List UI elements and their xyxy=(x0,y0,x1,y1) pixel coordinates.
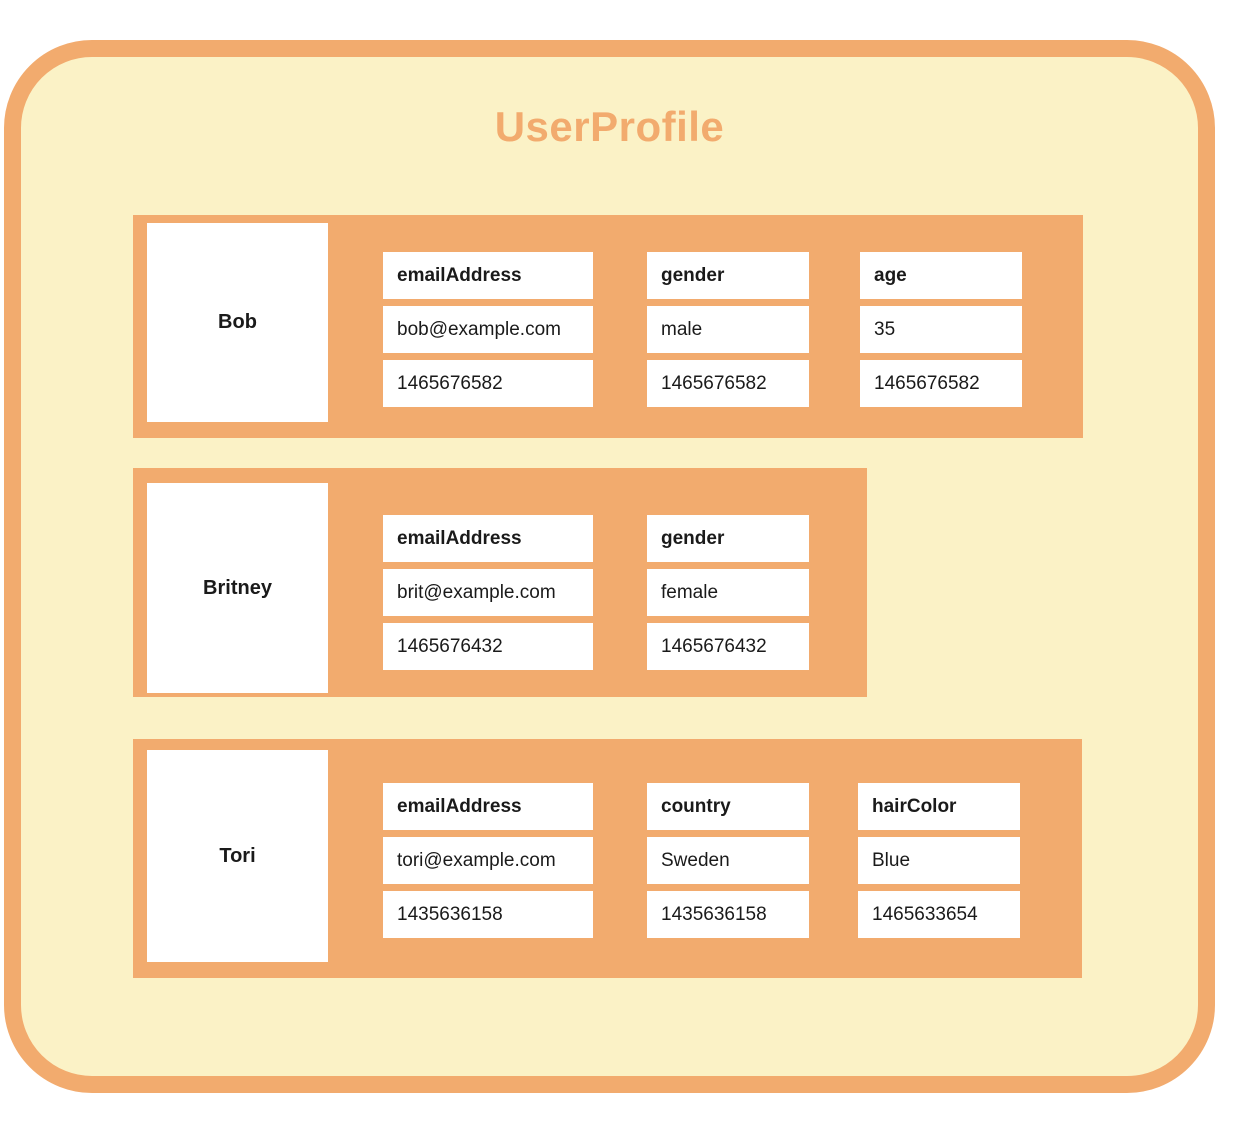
column-value-cell: male xyxy=(647,306,809,353)
column-name-cell: age xyxy=(860,252,1022,299)
column-timestamp-cell: 1435636158 xyxy=(383,891,593,938)
column-name-cell: country xyxy=(647,783,809,830)
column-hair-color: hairColor Blue 1465633654 xyxy=(858,783,1020,938)
table-title: UserProfile xyxy=(494,103,725,150)
column-name-cell: gender xyxy=(647,252,809,299)
column-name-cell: emailAddress xyxy=(383,783,593,830)
column-value-cell: Sweden xyxy=(647,837,809,884)
column-name-cell: emailAddress xyxy=(383,252,593,299)
column-email-address: emailAddress tori@example.com 1435636158 xyxy=(383,783,593,938)
column-timestamp-cell: 1465676582 xyxy=(647,360,809,407)
column-country: country Sweden 1435636158 xyxy=(647,783,809,938)
column-name-cell: gender xyxy=(647,515,809,562)
row-key: Britney xyxy=(147,483,328,693)
userprofile-column-family-container: UserProfile Bob emailAddress bob@example… xyxy=(4,40,1215,1093)
column-timestamp-cell: 1465676582 xyxy=(383,360,593,407)
row-container-britney: Britney emailAddress brit@example.com 14… xyxy=(133,468,867,697)
row-container-tori: Tori emailAddress tori@example.com 14356… xyxy=(133,739,1082,978)
column-timestamp-cell: 1465633654 xyxy=(858,891,1020,938)
row-container-bob: Bob emailAddress bob@example.com 1465676… xyxy=(133,215,1083,438)
column-value-cell: bob@example.com xyxy=(383,306,593,353)
column-timestamp-cell: 1465676582 xyxy=(860,360,1022,407)
column-gender: gender female 1465676432 xyxy=(647,515,809,670)
column-age: age 35 1465676582 xyxy=(860,252,1022,407)
column-value-cell: female xyxy=(647,569,809,616)
column-timestamp-cell: 1465676432 xyxy=(383,623,593,670)
column-timestamp-cell: 1465676432 xyxy=(647,623,809,670)
column-value-cell: Blue xyxy=(858,837,1020,884)
column-value-cell: tori@example.com xyxy=(383,837,593,884)
column-email-address: emailAddress brit@example.com 1465676432 xyxy=(383,515,593,670)
column-name-cell: hairColor xyxy=(858,783,1020,830)
column-gender: gender male 1465676582 xyxy=(647,252,809,407)
column-value-cell: brit@example.com xyxy=(383,569,593,616)
row-key: Bob xyxy=(147,223,328,422)
column-timestamp-cell: 1435636158 xyxy=(647,891,809,938)
column-value-cell: 35 xyxy=(860,306,1022,353)
column-name-cell: emailAddress xyxy=(383,515,593,562)
column-email-address: emailAddress bob@example.com 1465676582 xyxy=(383,252,593,407)
row-key: Tori xyxy=(147,750,328,962)
